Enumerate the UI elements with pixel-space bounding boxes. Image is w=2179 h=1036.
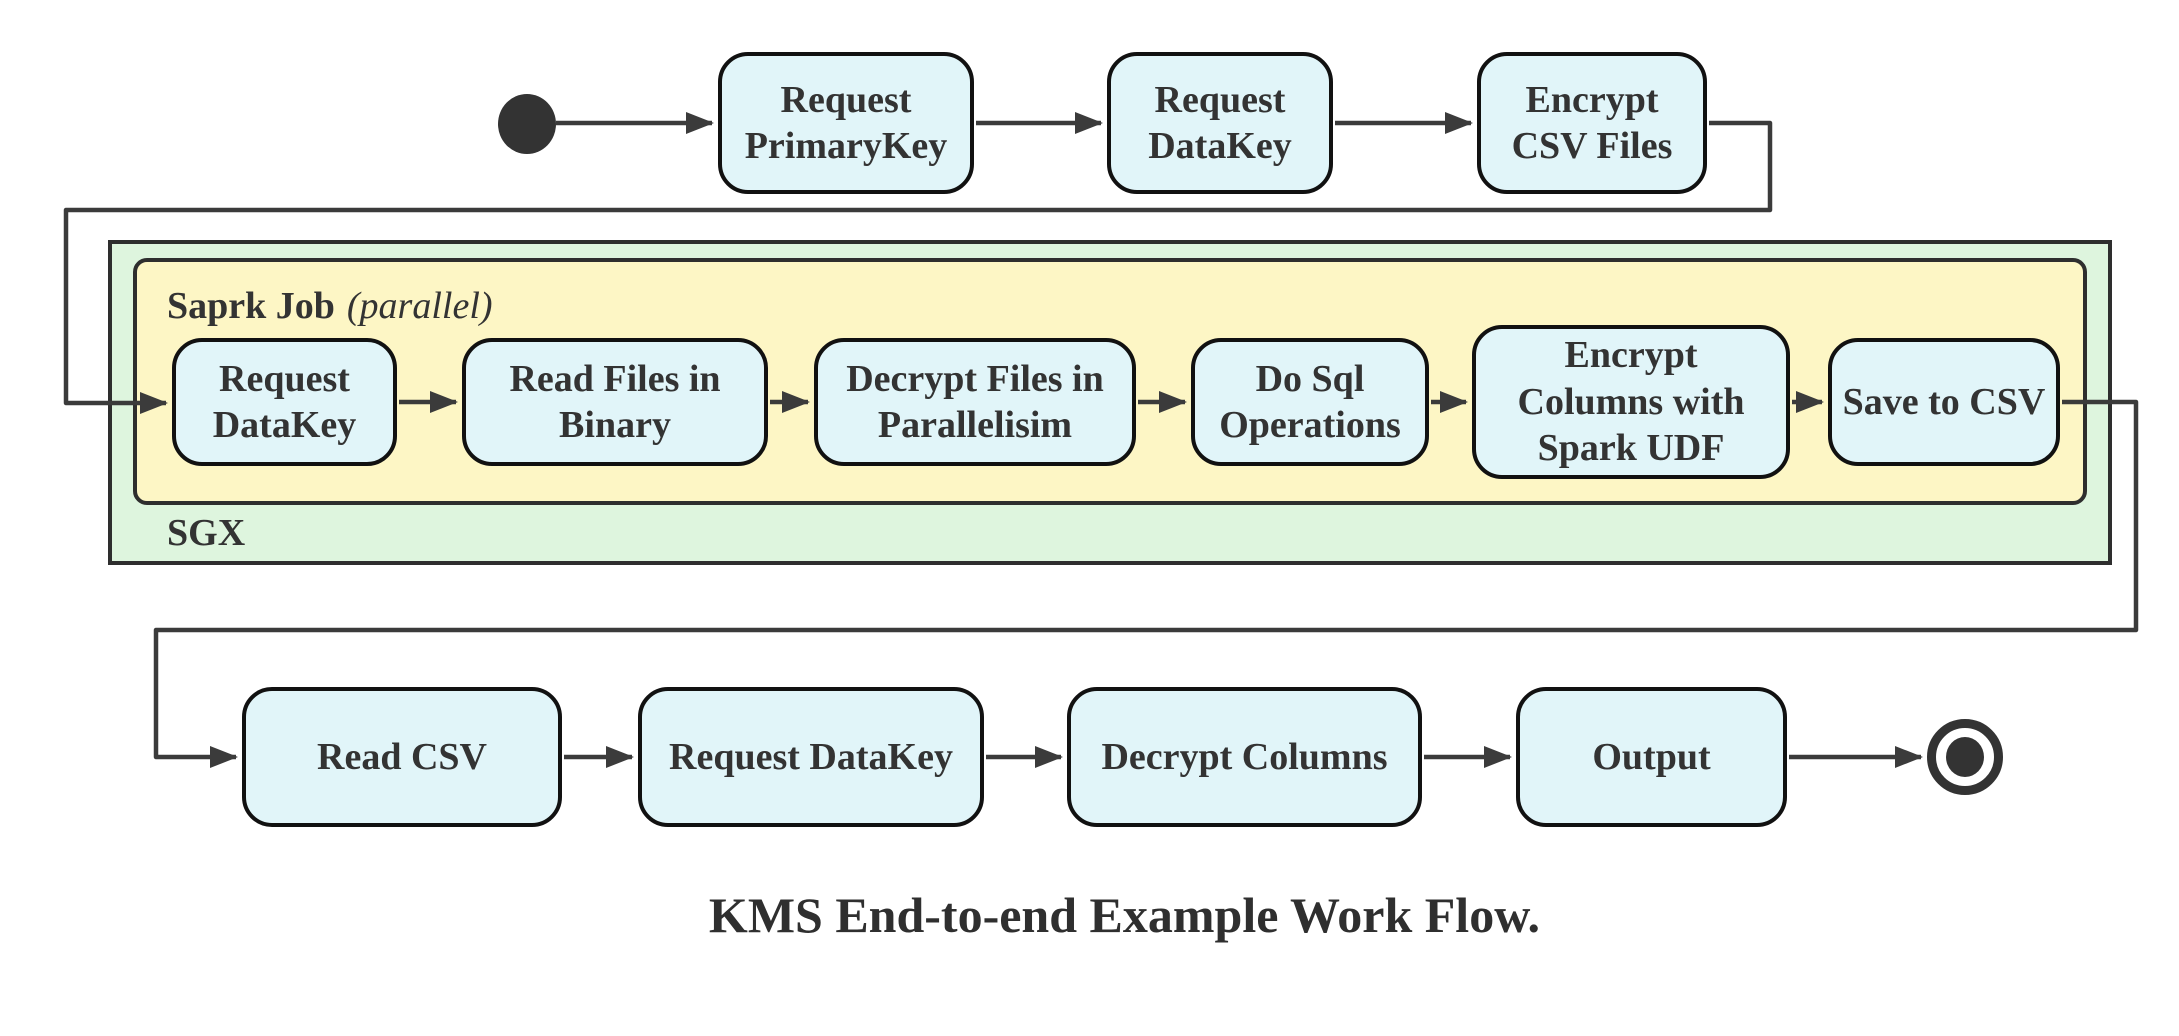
diagram-caption: KMS End-to-end Example Work Flow. xyxy=(708,887,1541,943)
node-do-sql-operations: Do Sql Operations xyxy=(1191,338,1429,466)
node-save-to-csv: Save to CSV xyxy=(1828,338,2060,466)
sgx-label: SGX xyxy=(167,512,246,554)
node-encrypt-columns-spark-udf: Encrypt Columns with Spark UDF xyxy=(1472,325,1790,479)
spark-job-title: Saprk Job (parallel) xyxy=(167,284,493,328)
node-request-datakey-spark: Request DataKey xyxy=(172,338,397,466)
node-read-csv: Read CSV xyxy=(242,687,562,827)
node-request-datakey-top: Request DataKey xyxy=(1107,52,1333,194)
node-decrypt-files-parallelism: Decrypt Files in Parallelisim xyxy=(814,338,1136,466)
node-decrypt-columns: Decrypt Columns xyxy=(1067,687,1422,827)
spark-job-parallel-label: (parallel) xyxy=(346,285,493,327)
node-read-files-binary: Read Files in Binary xyxy=(462,338,768,466)
node-output: Output xyxy=(1516,687,1787,827)
spark-job-title-text: Saprk Job xyxy=(167,285,335,327)
node-encrypt-csv-files: Encrypt CSV Files xyxy=(1477,52,1707,194)
node-request-datakey-bottom: Request DataKey xyxy=(638,687,984,827)
start-state-node xyxy=(498,94,556,154)
end-state-inner-dot xyxy=(1946,737,1984,777)
node-request-primarykey: Request PrimaryKey xyxy=(718,52,974,194)
end-state-node xyxy=(1927,719,2003,795)
